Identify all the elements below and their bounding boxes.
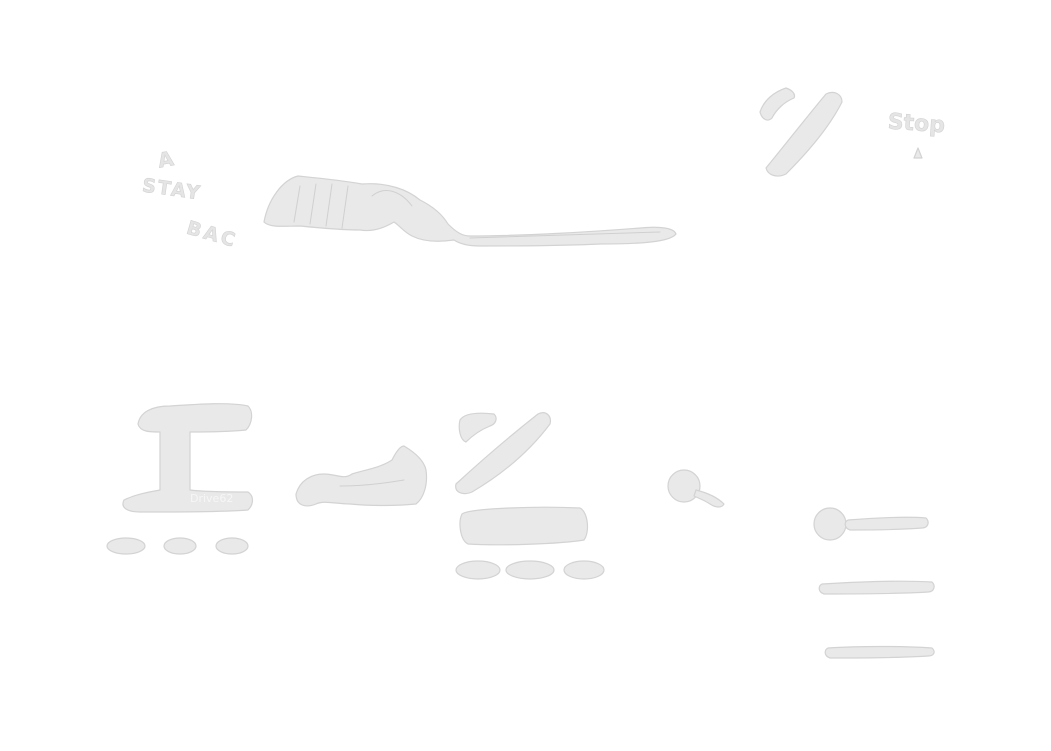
caterpillar-body <box>263 175 677 247</box>
middle-dot-2 <box>505 560 555 580</box>
middle-bar <box>459 506 589 546</box>
slash-hook-top <box>759 87 796 121</box>
pin-shape <box>667 469 725 508</box>
pin-head <box>667 469 701 503</box>
slash-hook-middle <box>458 412 497 443</box>
line-1 <box>844 516 929 531</box>
table-dot-3 <box>215 537 249 555</box>
lines-shape <box>813 507 935 659</box>
worm-shape <box>295 445 428 507</box>
pin-tail <box>693 489 725 508</box>
table-dot-1 <box>106 537 146 555</box>
line-3 <box>824 645 935 659</box>
middle-dot-1 <box>455 560 501 580</box>
stop-sign: Stop <box>887 109 946 159</box>
stay-back-line-2: STAY <box>141 175 203 205</box>
worm-body <box>295 445 428 507</box>
caterpillar-segment-4 <box>341 185 349 229</box>
slash-mark-top <box>759 87 843 177</box>
caterpillar-segment-3 <box>325 183 333 227</box>
caterpillar-segment-2 <box>309 183 317 225</box>
caterpillar-shape <box>263 175 677 247</box>
stay-back-line-3: BAC <box>184 217 240 253</box>
slash-mark-middle <box>455 412 605 580</box>
line-2 <box>818 580 935 595</box>
stay-back-sign: A STAY BAC <box>140 146 240 253</box>
caterpillar-tail-line <box>469 231 661 239</box>
caterpillar-segment-1 <box>293 185 301 223</box>
caterpillar-arch <box>371 190 413 207</box>
table-shape: Drive62 <box>106 403 254 555</box>
stop-sign-text: Stop <box>887 109 946 138</box>
table-body <box>122 403 254 513</box>
slash-stroke-top <box>765 91 843 177</box>
worm-line <box>339 479 405 487</box>
stay-back-line-1: A <box>156 146 176 172</box>
table-dot-2 <box>163 537 197 555</box>
middle-dot-3 <box>563 560 605 580</box>
lines-dot <box>813 507 847 541</box>
stop-sign-dot <box>913 147 923 159</box>
table-label: Drive62 <box>190 492 233 505</box>
slash-stroke-middle <box>455 412 551 495</box>
